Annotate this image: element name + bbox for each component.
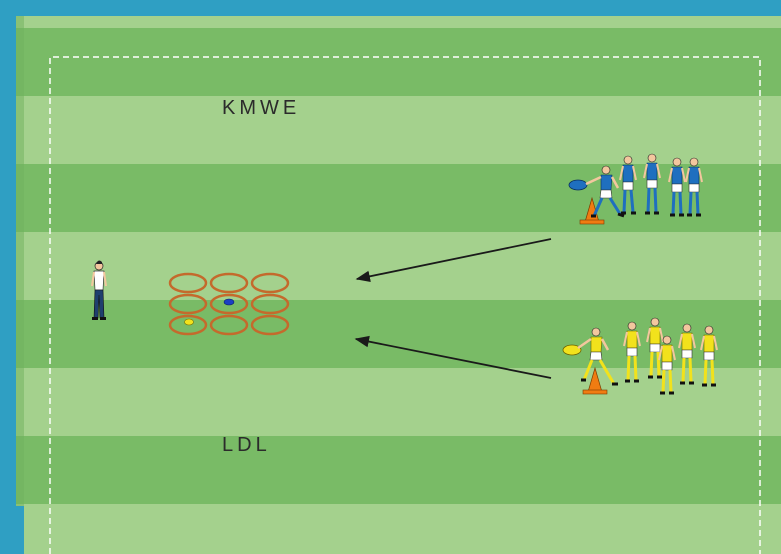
team-bottom-label: LDL bbox=[222, 434, 271, 456]
hoop bbox=[250, 272, 290, 294]
blue-player bbox=[643, 153, 661, 215]
yellow-player-group-icon bbox=[562, 317, 718, 395]
hoop bbox=[209, 314, 249, 336]
blue-player bbox=[619, 155, 637, 215]
blue-player bbox=[685, 157, 703, 217]
yellow-player bbox=[700, 325, 718, 387]
blue-player-runner bbox=[585, 165, 625, 218]
yellow-player bbox=[623, 321, 641, 383]
hoop bbox=[168, 314, 208, 336]
hoop bbox=[209, 272, 249, 294]
blue-player bbox=[668, 157, 686, 217]
yellow-player bbox=[646, 317, 664, 379]
hoop-grid bbox=[168, 272, 290, 336]
yellow-player bbox=[658, 335, 676, 395]
hoop bbox=[168, 272, 208, 294]
field-boundary bbox=[49, 56, 761, 554]
yellow-ball-icon bbox=[562, 344, 582, 356]
yellow-marker-icon bbox=[184, 318, 194, 326]
arrow-top-to-grid bbox=[355, 238, 552, 283]
yellow-player bbox=[678, 323, 696, 385]
blue-marker-icon bbox=[223, 298, 235, 306]
hoop bbox=[209, 293, 249, 315]
frame-notch bbox=[0, 506, 24, 554]
coach-icon bbox=[91, 260, 107, 320]
blue-player-group-icon bbox=[568, 153, 703, 225]
hoop bbox=[250, 314, 290, 336]
arrow-bottom-to-grid bbox=[354, 335, 552, 379]
pitch bbox=[16, 16, 781, 554]
yellow-player-runner bbox=[577, 327, 618, 386]
blue-ball-icon bbox=[568, 179, 588, 191]
hoop bbox=[250, 293, 290, 315]
hoop bbox=[168, 293, 208, 315]
team-top-label: KMWE bbox=[222, 97, 300, 119]
